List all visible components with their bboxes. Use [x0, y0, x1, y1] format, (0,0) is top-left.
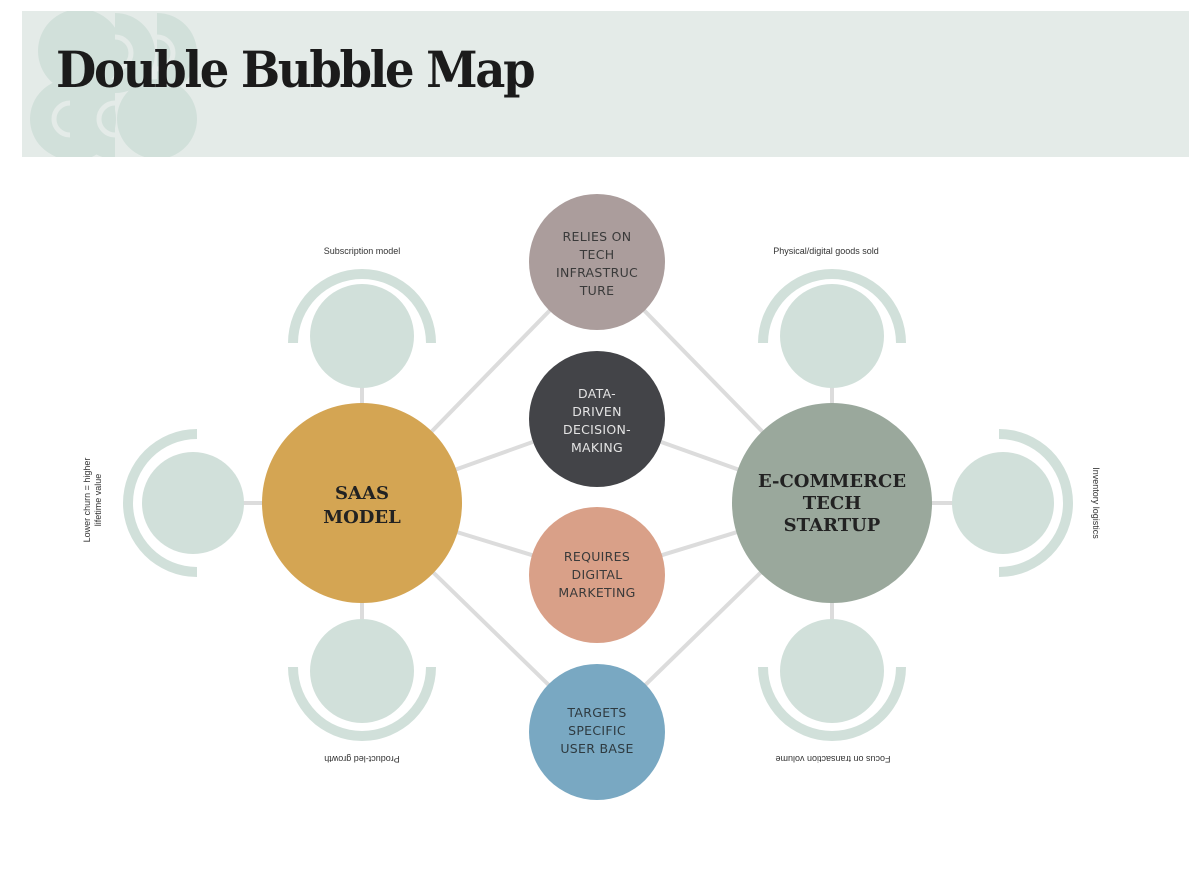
similarity-label-line: RELIES ON — [563, 229, 632, 244]
right-attribute-right[interactable]: Inventory logistics — [952, 429, 1101, 577]
similarity-label-line: DECISION- — [563, 422, 631, 437]
similarity-label-line: MAKING — [571, 440, 623, 455]
topic-ecommerce-startup[interactable]: E-COMMERCE TECH STARTUP — [732, 403, 932, 603]
similarity-label-line: DRIVEN — [572, 404, 622, 419]
similarity-bubble — [529, 507, 665, 643]
attribute-label-line-1: Lower churn = higher — [82, 458, 92, 543]
attribute-bubble — [310, 284, 414, 388]
similarity-bubble — [529, 194, 665, 330]
similarity-label-line: USER BASE — [560, 741, 633, 756]
similarity-label-line: INFRASTRUC — [556, 265, 638, 280]
arc-decoration-icon — [758, 667, 906, 741]
similarity-bubble — [529, 351, 665, 487]
topic-bubble — [732, 403, 932, 603]
similarity-label-line: DIGITAL — [572, 567, 623, 582]
right-attribute-bottom[interactable]: Focus on transaction volume — [758, 619, 906, 764]
similarity-label-line: SPECIFIC — [568, 723, 626, 738]
topic-label-line-2: TECH — [803, 493, 861, 514]
arc-decoration-icon — [288, 667, 436, 741]
similarity-bubble — [529, 664, 665, 800]
similarity-label-line: TECH — [579, 247, 615, 262]
topic-saas-model[interactable]: SAAS MODEL — [262, 403, 462, 603]
topic-label-line-2: MODEL — [323, 507, 401, 528]
header-banner: Double Bubble Map — [22, 11, 1189, 157]
similarity-label-line: DATA- — [578, 386, 616, 401]
attribute-label: Subscription model — [324, 246, 401, 256]
topic-label-line-1: E-COMMERCE — [758, 471, 906, 492]
similarity-label-line: MARKETING — [558, 585, 635, 600]
attribute-bubble — [142, 452, 244, 554]
topic-bubble — [262, 403, 462, 603]
similarity-tech-infrastructure[interactable]: RELIES ON TECH INFRASTRUC TURE — [529, 194, 665, 330]
left-attribute-top[interactable]: Subscription model — [288, 246, 436, 388]
similarity-label-line: REQUIRES — [564, 549, 630, 564]
similarity-digital-marketing[interactable]: REQUIRES DIGITAL MARKETING — [529, 507, 665, 643]
left-attribute-bottom[interactable]: Product-led growth — [288, 619, 436, 764]
arc-decoration-icon — [999, 429, 1073, 577]
bubble-decoration-icon — [30, 11, 197, 157]
left-attribute-left[interactable]: Lower churn = higher lifetime value — [82, 429, 244, 577]
attribute-label: Physical/digital goods sold — [773, 246, 879, 256]
attribute-label-line-2: lifetime value — [93, 474, 103, 527]
page-title: Double Bubble Map — [56, 40, 536, 99]
arc-decoration-icon — [758, 269, 906, 343]
attribute-label: Product-led growth — [324, 754, 400, 764]
attribute-label: Inventory logistics — [1091, 467, 1101, 539]
attribute-bubble — [780, 619, 884, 723]
arc-decoration-icon — [288, 269, 436, 343]
arc-decoration-icon — [123, 429, 197, 577]
similarity-label-line: TURE — [579, 283, 615, 298]
topic-label-line-1: SAAS — [335, 483, 389, 504]
attribute-label: Focus on transaction volume — [775, 754, 890, 764]
attribute-bubble — [310, 619, 414, 723]
right-attribute-top[interactable]: Physical/digital goods sold — [758, 246, 906, 388]
similarity-label-line: TARGETS — [566, 705, 626, 720]
similarity-user-base[interactable]: TARGETS SPECIFIC USER BASE — [529, 664, 665, 800]
attribute-bubble — [952, 452, 1054, 554]
similarity-data-driven[interactable]: DATA- DRIVEN DECISION- MAKING — [529, 351, 665, 487]
topic-label-line-3: STARTUP — [784, 515, 881, 536]
attribute-bubble — [780, 284, 884, 388]
